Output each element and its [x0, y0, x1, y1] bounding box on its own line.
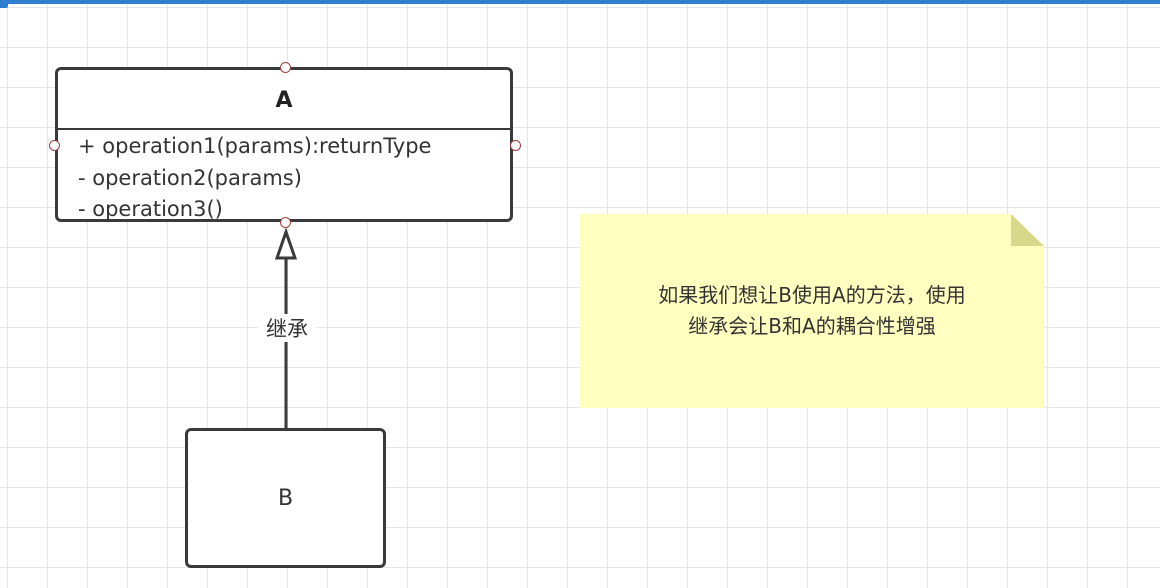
class-b-box[interactable]: B: [185, 428, 386, 568]
selection-handle[interactable]: [0, 0, 8, 8]
class-b-name: B: [277, 485, 294, 511]
connection-point-bottom[interactable]: [280, 217, 291, 228]
note-line-2: 继承会让B和A的耦合性增强: [688, 314, 936, 338]
class-a-method-2: - operation2(params): [78, 166, 302, 190]
class-a-divider: [58, 128, 510, 130]
note-line-1: 如果我们想让B使用A的方法，使用: [658, 283, 966, 307]
sticky-note[interactable]: [580, 214, 1044, 408]
class-a-box[interactable]: A + operation1(params):returnType - oper…: [55, 67, 513, 222]
class-a-name: A: [275, 87, 293, 113]
class-a-method-1: + operation1(params):returnType: [78, 134, 432, 158]
connection-point-left[interactable]: [49, 140, 60, 151]
inheritance-arrowhead: [274, 227, 298, 260]
inheritance-label: 继承: [258, 314, 316, 342]
connection-point-top[interactable]: [280, 62, 291, 73]
note-text: 如果我们想让B使用A的方法，使用 继承会让B和A的耦合性增强: [580, 280, 1044, 342]
selection-bar: [0, 0, 1160, 4]
class-a-method-3: - operation3(): [78, 197, 223, 221]
connection-point-right[interactable]: [510, 140, 521, 151]
